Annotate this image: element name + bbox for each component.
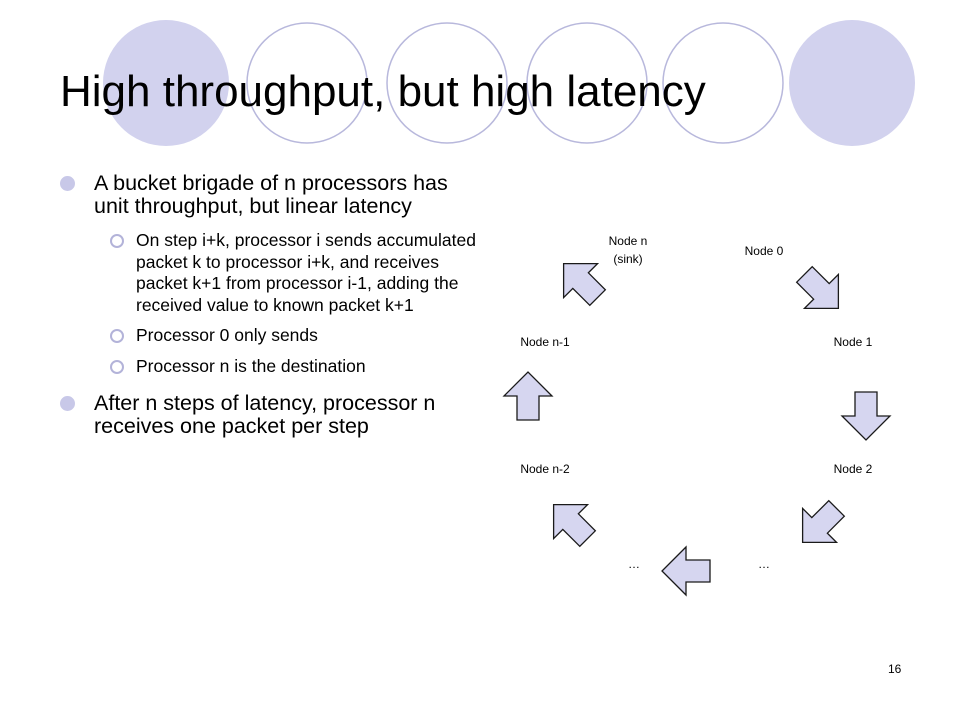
bullet-dot-icon (60, 396, 75, 411)
node-n2-label: Node n-2 (520, 462, 570, 476)
node-sink-sublabel: (sink) (613, 252, 642, 266)
sub-bullet-ring-icon (110, 359, 124, 374)
ellipsis-right-label: … (758, 557, 770, 571)
sub-bullet-item: Processor 0 only sends (60, 325, 480, 347)
node-2-label: Node 2 (834, 462, 873, 476)
slide-title: High throughput, but high latency (60, 67, 706, 116)
sub-bullet-ring-icon (110, 329, 124, 343)
sub-bullet-text: Processor n is the destination (136, 355, 366, 376)
arrow-node0-to-node1-icon (786, 256, 857, 327)
arrow-to-sink-icon (545, 245, 616, 316)
bullet-item: A bucket brigade of n processors has uni… (60, 172, 480, 218)
arrow-node-n2-to-n1-icon (503, 371, 553, 421)
bullet-list: A bucket brigade of n processors has uni… (60, 172, 480, 450)
decor-circle-outline (246, 22, 368, 144)
node-1-label: Node 1 (834, 335, 873, 349)
page-number: 16 (888, 662, 902, 676)
bullet-text: A bucket brigade of n processors has uni… (94, 171, 448, 218)
decor-circle-outline (662, 22, 784, 144)
sub-bullet-ring-icon (110, 234, 124, 248)
arrow-node2-onward-icon (784, 490, 855, 561)
node-sink-label: Node n (609, 234, 648, 248)
arrow-node1-to-node2-icon (841, 391, 891, 441)
decor-circle-filled (789, 20, 915, 146)
bullet-text: After n steps of latency, processor n re… (94, 391, 436, 438)
decor-circle-filled (103, 20, 229, 146)
sub-bullet-text: Processor 0 only sends (136, 325, 318, 345)
node-0-label: Node 0 (745, 244, 784, 258)
bullet-dot-icon (60, 176, 75, 191)
sub-bullet-text: On step i+k, processor i sends accumulat… (136, 230, 476, 315)
bullet-item: After n steps of latency, processor n re… (60, 392, 480, 438)
ellipsis-left-label: … (628, 557, 640, 571)
arrow-to-node-n2-icon (535, 486, 606, 557)
arrow-bottom-icon (661, 546, 711, 596)
decor-circle-outline (386, 22, 508, 144)
node-n1-label: Node n-1 (520, 335, 570, 349)
decor-circle-outline (526, 22, 648, 144)
sub-bullet-item: Processor n is the destination (60, 356, 480, 378)
sub-bullet-item: On step i+k, processor i sends accumulat… (60, 230, 480, 316)
